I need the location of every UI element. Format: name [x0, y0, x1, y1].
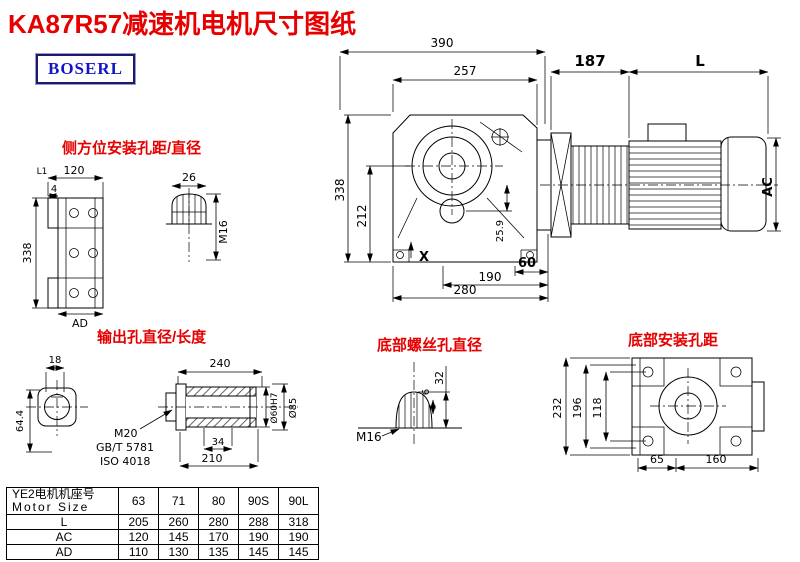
- motor-size-table: YE2电机机座号 Motor Size 63 71 80 90S 90L L 2…: [6, 487, 319, 560]
- dim-65: 65: [650, 453, 664, 466]
- brand-logo: BOSERL: [35, 53, 136, 85]
- dim-25-9: 25.9: [495, 220, 506, 242]
- main-view: 390 257 187 L 338 212 25.9 60 190 280: [333, 36, 781, 302]
- dim-34: 34: [212, 437, 225, 448]
- col-header-63: 63: [118, 487, 159, 515]
- dim-187: 187: [574, 52, 605, 70]
- cell: 205: [118, 514, 159, 530]
- label-gb5781: GB/T 5781: [96, 441, 154, 454]
- dim-210: 210: [202, 452, 223, 465]
- dim-120: 120: [64, 164, 85, 177]
- cell: 190: [238, 529, 279, 545]
- cell: 135: [198, 544, 239, 560]
- col-header-71: 71: [158, 487, 199, 515]
- dim-240: 240: [210, 357, 231, 370]
- gearbox-outline: [392, 114, 538, 263]
- label-bottom-screw: 底部螺丝孔直径: [377, 337, 483, 354]
- output-shaft-view: 18 64.4 240 M20 GB/T 5781 ISO 4018 34: [15, 355, 299, 469]
- page-title: KA87R57减速机电机尺寸图纸: [8, 9, 357, 39]
- cell: 280: [198, 514, 239, 530]
- label-m16-screw: M16: [356, 430, 382, 444]
- dim-196: 196: [571, 398, 584, 419]
- cell: 145: [278, 544, 319, 560]
- dim-190: 190: [479, 270, 502, 284]
- table-header-row: YE2电机机座号 Motor Size 63 71 80 90S 90L: [6, 487, 319, 515]
- dim-64-4: 64.4: [15, 410, 26, 432]
- dim-338: 338: [333, 179, 347, 202]
- dim-6: 6: [421, 389, 432, 395]
- row-label-ad: AD: [6, 544, 119, 560]
- cell: 130: [158, 544, 199, 560]
- table-row-l: L 205 260 280 288 318: [6, 514, 319, 530]
- dim-26: 26: [182, 171, 196, 184]
- bottom-screw-view: 32 6 M16: [356, 362, 462, 446]
- dim-257: 257: [454, 64, 477, 78]
- label-output-hole: 输出孔直径/长度: [97, 329, 207, 346]
- row-label-ac: AC: [6, 529, 119, 545]
- cell: 190: [278, 529, 319, 545]
- dim-160: 160: [706, 453, 727, 466]
- side-body: [57, 197, 104, 309]
- dim-32: 32: [433, 371, 446, 385]
- dim-212: 212: [355, 205, 369, 228]
- table-header-motor-size: YE2电机机座号 Motor Size: [6, 487, 119, 515]
- label-m20: M20: [114, 427, 138, 440]
- col-header-90s: 90S: [238, 487, 279, 515]
- dim-118: 118: [591, 398, 604, 419]
- dim-ac: AC: [761, 177, 776, 197]
- dim-od-85: Ø85: [287, 398, 299, 419]
- label-bottom-mount: 底部安装孔距: [628, 332, 719, 349]
- cell: 120: [118, 529, 159, 545]
- table-row-ad: AD 110 130 135 145 145: [6, 544, 319, 560]
- cell: 110: [118, 544, 159, 560]
- side-mount-view: L1 120 4 338 AD 26 M16: [21, 164, 230, 330]
- col-header-90l: 90L: [278, 487, 319, 515]
- label-side-mount-holes: 侧方位安装孔距/直径: [62, 140, 202, 157]
- dim-390: 390: [431, 36, 454, 50]
- dim-338-side: 338: [21, 243, 34, 264]
- cell: 145: [238, 544, 279, 560]
- cell: 170: [198, 529, 239, 545]
- cell: 288: [238, 514, 279, 530]
- dim-m16-side: M16: [217, 220, 230, 244]
- dim-232: 232: [551, 398, 564, 419]
- screw-dome: [395, 391, 433, 429]
- table-header-cn: YE2电机机座号: [12, 487, 95, 501]
- bottom-mount-view: 232 196 118 65 160: [551, 357, 765, 472]
- dim-l1: L1: [37, 167, 48, 177]
- row-label-l: L: [6, 514, 119, 530]
- side-tab: [751, 381, 765, 432]
- dim-bore-60h7: Ø60H7: [269, 392, 280, 423]
- fan-cowl: [720, 136, 767, 232]
- base-plate: [631, 357, 753, 456]
- dim-280: 280: [454, 283, 477, 297]
- dim-4: 4: [51, 184, 57, 195]
- table-row-ac: AC 120 145 170 190 190: [6, 529, 319, 545]
- dim-60: 60: [518, 256, 536, 271]
- dim-ad: AD: [72, 317, 88, 330]
- lower-boss: [439, 198, 465, 224]
- cell: 318: [278, 514, 319, 530]
- dim-motor-length: L: [695, 52, 705, 70]
- terminal-box: [647, 123, 687, 142]
- cell: 260: [158, 514, 199, 530]
- x-mark: X: [419, 250, 429, 265]
- table-header-en: Motor Size: [12, 500, 90, 514]
- cell: 145: [158, 529, 199, 545]
- dim-18: 18: [49, 355, 62, 366]
- col-header-80: 80: [198, 487, 239, 515]
- label-iso4018: ISO 4018: [100, 455, 150, 468]
